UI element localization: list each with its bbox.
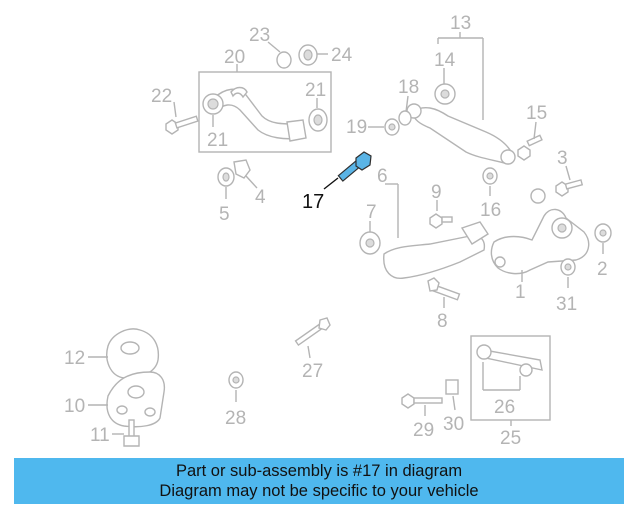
part-18-washer: [398, 110, 412, 126]
leader-18: [405, 95, 409, 113]
part-12-mount: [106, 328, 160, 379]
callout-5: 5: [219, 204, 230, 225]
banner-line-part-number: Part or sub-assembly is #17 in diagram: [175, 462, 463, 480]
callout-24: 24: [331, 45, 353, 66]
callout-6: 6: [377, 166, 388, 187]
part-6-trailing-arm: [383, 221, 489, 279]
callout-2: 2: [597, 259, 608, 280]
callout-1: 1: [515, 282, 526, 303]
part-30-clip: [445, 379, 459, 395]
callout-3: 3: [557, 148, 568, 169]
callout-18: 18: [398, 77, 419, 98]
part-27-bolt: [294, 317, 331, 347]
part-29-bolt: [401, 393, 443, 409]
part-4-bracket: [233, 159, 251, 179]
part-20-upper-arm: [202, 86, 307, 142]
part-21-bushing-right: [308, 108, 328, 132]
part-11-bolt: [123, 419, 140, 447]
callout-7: 7: [366, 202, 377, 223]
part-8-bolt: [427, 277, 461, 301]
callout-19: 19: [346, 117, 367, 138]
part-19-nut: [384, 118, 400, 136]
callout-15: 15: [526, 103, 547, 124]
callout-29: 29: [413, 420, 434, 441]
callout-28: 28: [225, 408, 246, 429]
leader-4: [245, 175, 258, 189]
part-22-bolt: [165, 115, 199, 135]
part-26-link: [476, 344, 543, 377]
leader-3: [565, 165, 571, 181]
callout-17: 17: [302, 191, 324, 213]
callout-30: 30: [443, 414, 464, 435]
part-16-bushing: [482, 167, 498, 185]
callout-21-left: 21: [207, 130, 228, 151]
callout-14: 14: [434, 50, 456, 71]
part-14-bushing: [434, 83, 456, 105]
callout-12: 12: [64, 348, 85, 369]
part-7-bushing: [359, 231, 381, 255]
part-5-bushing: [217, 167, 235, 187]
callout-23: 23: [249, 25, 270, 46]
callout-8: 8: [437, 311, 448, 332]
leader-23: [267, 41, 281, 53]
callout-13: 13: [450, 13, 471, 34]
part-10-bracket: [106, 371, 166, 428]
callout-4: 4: [255, 187, 266, 208]
part-info-banner: Part or sub-assembly is #17 in diagram D…: [14, 458, 624, 504]
part-17-bolt-highlighted: [337, 151, 372, 182]
callout-22: 22: [151, 86, 172, 107]
leader-27: [307, 345, 311, 359]
exploded-parts-diagram: 20 21 21 22 23 24 4 5: [64, 13, 612, 449]
callout-26: 26: [494, 397, 515, 418]
callout-9: 9: [431, 182, 442, 203]
leader-15: [533, 121, 537, 140]
callout-11: 11: [90, 425, 110, 446]
part-1-knuckle: [490, 188, 590, 275]
callout-25: 25: [500, 428, 521, 449]
part-23-washer: [276, 51, 292, 69]
callout-16: 16: [480, 200, 501, 221]
banner-line-disclaimer: Diagram may not be specific to your vehi…: [159, 482, 479, 500]
part-24-nut: [298, 44, 318, 66]
part-3-bolt: [555, 179, 584, 197]
part-9-bolt: [429, 213, 453, 229]
callout-10: 10: [64, 396, 85, 417]
part-28-bushing: [228, 371, 244, 389]
part-31-bushing: [560, 258, 576, 276]
callout-21-right: 21: [305, 80, 326, 101]
part-13-lower-arm: [406, 103, 516, 165]
callout-20: 20: [224, 47, 245, 68]
leader-17: [323, 177, 339, 190]
callout-27: 27: [302, 361, 323, 382]
callout-31: 31: [556, 294, 577, 315]
leader-22: [173, 101, 177, 118]
part-2-bushing: [594, 223, 612, 243]
part-15-bolt: [517, 134, 543, 161]
group-box-20: [198, 71, 332, 153]
leader-30: [452, 395, 456, 411]
